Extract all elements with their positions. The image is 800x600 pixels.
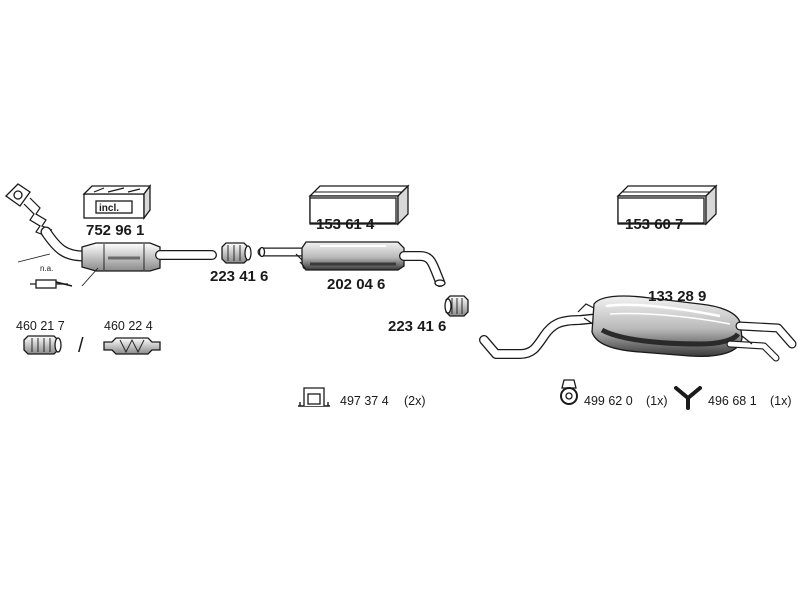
flex-pipe-a-part-number: 460 21 7 xyxy=(16,319,65,333)
mount-c-quantity: (1x) xyxy=(770,394,792,408)
mounting-kit-box-icon xyxy=(616,184,718,226)
clamp-front xyxy=(221,242,252,264)
mount-c-part-number: 496 68 1 xyxy=(708,394,757,408)
alternative-separator: / xyxy=(78,335,84,357)
catalytic-converter-part-number: 752 96 1 xyxy=(86,222,144,239)
catalytic-converter xyxy=(81,242,161,272)
clamp-rear-part-number: 223 41 6 xyxy=(388,318,446,335)
lambda-sensor-icon xyxy=(30,279,73,289)
rubber-hanger-icon xyxy=(298,387,330,407)
mount-b-quantity: (1x) xyxy=(646,394,668,408)
centre-silencer xyxy=(257,241,446,287)
ring-mount-icon xyxy=(560,379,578,405)
flex-pipe-b xyxy=(103,337,161,355)
rear-silencer xyxy=(479,295,797,362)
mount-a-quantity: (2x) xyxy=(404,394,426,408)
flex-pipe-a xyxy=(23,335,62,355)
mounting-kit-box-icon: incl. xyxy=(82,184,152,220)
kit-incl-label: incl. xyxy=(99,203,119,214)
centre-silencer-part-number: 202 04 6 xyxy=(327,276,385,293)
kit-front-part-number: 153 61 4 xyxy=(316,216,375,233)
mount-b-part-number: 499 62 0 xyxy=(584,394,633,408)
flex-section xyxy=(23,197,53,237)
manifold-flange xyxy=(4,183,31,207)
clamp-rear xyxy=(444,295,469,317)
rear-silencer-part-number: 133 28 9 xyxy=(648,288,706,305)
kit-rear-part-number: 153 60 7 xyxy=(625,216,683,233)
front-pipe-with-catalytic-converter: n.a. xyxy=(4,183,217,289)
not-available-label: n.a. xyxy=(40,264,53,273)
mounting-kit-box-icon xyxy=(308,184,410,226)
flex-pipe-b-part-number: 460 22 4 xyxy=(104,319,153,333)
mount-a-part-number: 497 37 4 xyxy=(340,394,389,408)
y-mount-icon xyxy=(674,386,702,410)
clamp-front-part-number: 223 41 6 xyxy=(210,268,268,285)
